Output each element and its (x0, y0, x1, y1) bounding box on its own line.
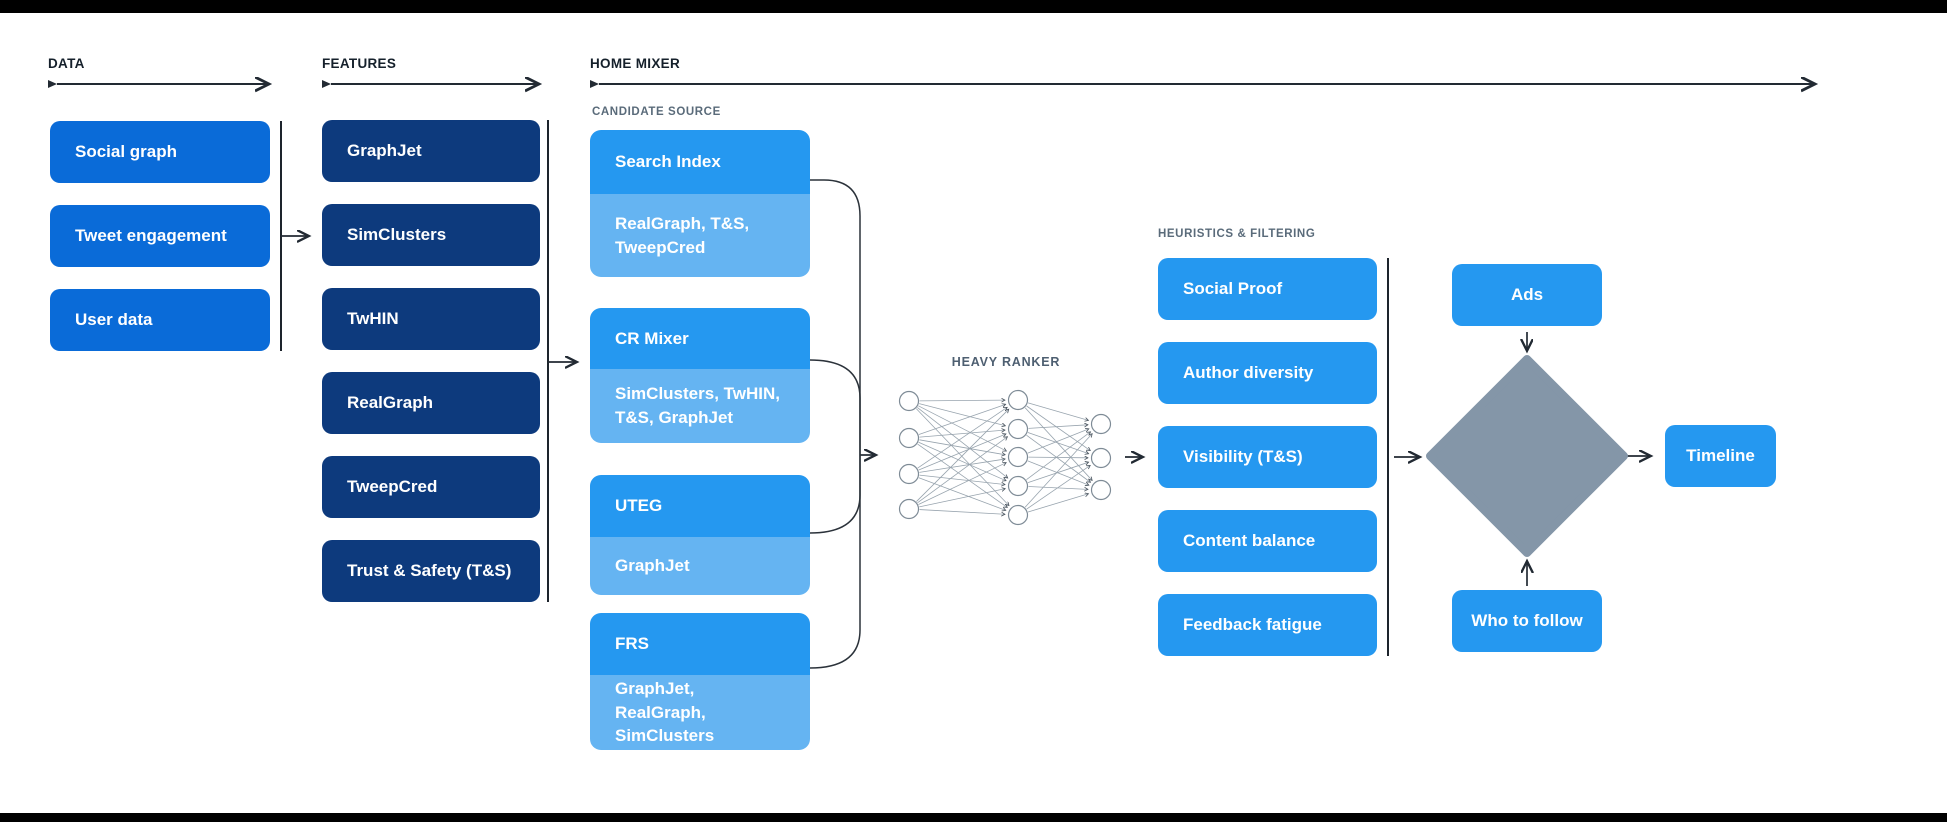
candidate-card-sources: RealGraph, T&S, TweepCred (590, 194, 810, 277)
features-box-graphjet: GraphJet (322, 120, 540, 182)
data-box-user-data: User data (50, 289, 270, 351)
box-label: TweepCred (347, 477, 438, 496)
box-label: Tweet engagement (75, 226, 227, 245)
candidate-card-uteg: UTEG GraphJet (590, 475, 810, 595)
section-title-data: DATA (48, 56, 85, 71)
header-arrow-features (322, 80, 538, 88)
section-title-heuristics-filtering: HEURISTICS & FILTERING (1158, 228, 1316, 240)
box-label: Social graph (75, 142, 178, 161)
candidate-card-sources: GraphJet, RealGraph, SimClusters (590, 675, 810, 750)
candidate-card-title: FRS (590, 613, 810, 675)
ads-box: Ads (1452, 264, 1602, 326)
box-sublabel: SimClusters, TwHIN, T&S, GraphJet (615, 384, 780, 427)
box-label: Author diversity (1183, 363, 1314, 382)
features-box-realgraph: RealGraph (322, 372, 540, 434)
heuristics-box-content-balance: Content balance (1158, 510, 1377, 572)
box-label: Content balance (1183, 531, 1316, 550)
header-arrow-home-mixer (590, 80, 1814, 88)
neural-network-edges (915, 400, 1092, 514)
box-label: Visibility (T&S) (1183, 447, 1303, 466)
candidate-card-title: CR Mixer (590, 308, 810, 369)
candidate-card-sources: GraphJet (590, 537, 810, 595)
box-label: User data (75, 310, 153, 329)
mixing-diamond-label: Mixing (1500, 447, 1554, 466)
section-title-candidate-source: CANDIDATE SOURCE (592, 106, 721, 118)
features-box-tweepcred: TweepCred (322, 456, 540, 518)
box-label: TwHIN (347, 309, 399, 328)
features-box-trust-safety: Trust & Safety (T&S) (322, 540, 540, 602)
heuristics-box-visibility: Visibility (T&S) (1158, 426, 1377, 488)
who-to-follow-box: Who to follow (1452, 590, 1602, 652)
box-label: CR Mixer (615, 328, 689, 348)
candidate-card-title: Search Index (590, 130, 810, 194)
box-label: SimClusters (347, 225, 447, 244)
candidate-card-cr-mixer: CR Mixer SimClusters, TwHIN, T&S, GraphJ… (590, 308, 810, 443)
candidate-card-title: UTEG (590, 475, 810, 537)
candidate-card-sources: SimClusters, TwHIN, T&S, GraphJet (590, 369, 810, 443)
heuristics-box-social-proof: Social Proof (1158, 258, 1377, 320)
box-label: Trust & Safety (T&S) (347, 561, 512, 580)
box-label: GraphJet (347, 141, 422, 160)
candidate-card-frs: FRS GraphJet, RealGraph, SimClusters (590, 613, 810, 750)
box-sublabel: GraphJet, RealGraph, SimClusters (615, 678, 715, 746)
candidate-card-search-index: Search Index RealGraph, T&S, TweepCred (590, 130, 810, 277)
top-letterbox-bar (0, 0, 1947, 13)
section-title-home-mixer: HOME MIXER (590, 56, 681, 71)
box-label: Timeline (1686, 446, 1755, 465)
bottom-letterbox-bar (0, 813, 1947, 822)
box-label: Feedback fatigue (1183, 615, 1322, 634)
box-label: Search Index (615, 152, 721, 171)
heuristics-box-feedback-fatigue: Feedback fatigue (1158, 594, 1377, 656)
neural-network-nodes (898, 389, 1112, 526)
box-sublabel: RealGraph, T&S, TweepCred (615, 213, 750, 257)
section-title-heavy-ranker: HEAVY RANKER (951, 355, 1061, 369)
section-title-features: FEATURES (322, 56, 397, 71)
header-arrow-data (48, 80, 268, 88)
box-label: Social Proof (1183, 279, 1283, 298)
box-sublabel: GraphJet (615, 556, 690, 576)
box-label: RealGraph (347, 393, 433, 412)
features-box-simclusters: SimClusters (322, 204, 540, 266)
features-box-twhin: TwHIN (322, 288, 540, 350)
candidate-merge-curves (809, 179, 861, 669)
box-label: UTEG (615, 496, 663, 515)
data-box-tweet-engagement: Tweet engagement (50, 205, 270, 267)
box-label: Who to follow (1471, 611, 1583, 630)
box-label: FRS (615, 634, 649, 653)
timeline-box: Timeline (1665, 425, 1776, 487)
heuristics-box-author-diversity: Author diversity (1158, 342, 1377, 404)
box-label: Ads (1510, 285, 1544, 304)
data-box-social-graph: Social graph (50, 121, 270, 183)
